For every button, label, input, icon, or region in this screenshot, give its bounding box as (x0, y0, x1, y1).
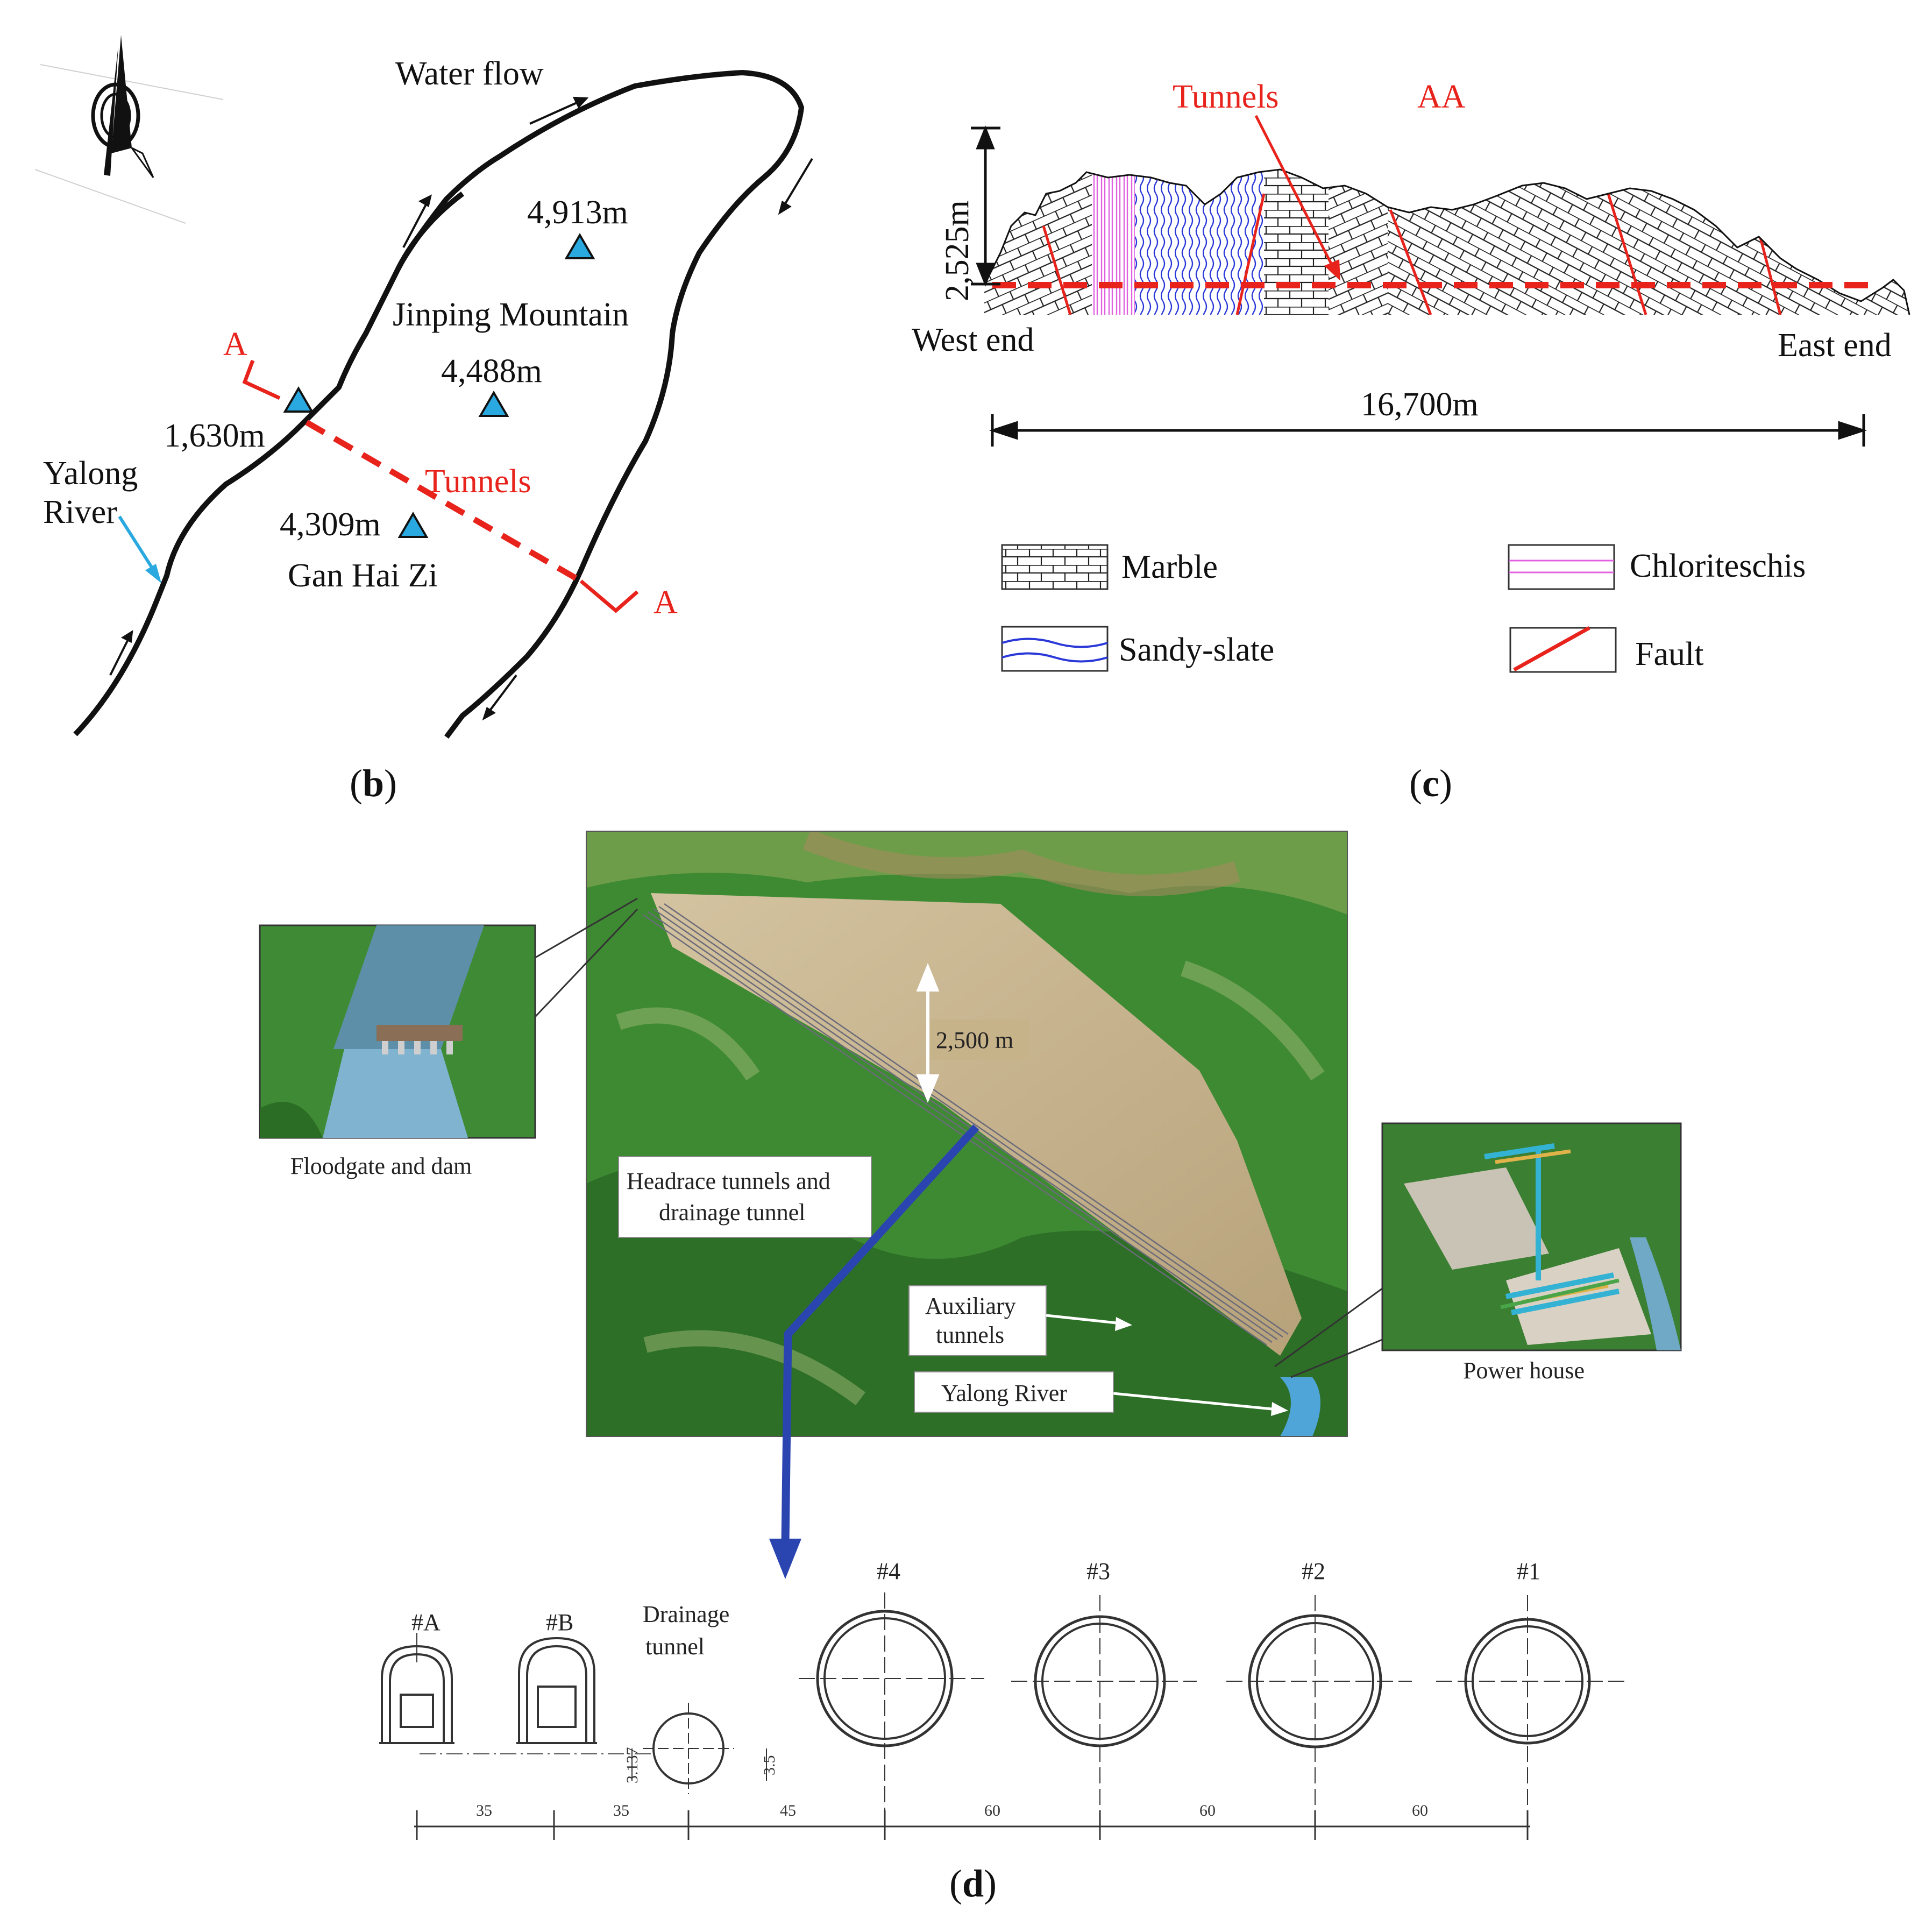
svg-text:(c): (c) (1409, 762, 1452, 805)
headrace-4-drawing (799, 1592, 984, 1818)
dim-vertical-1: 3.137 (623, 1747, 641, 1784)
headrace-1-drawing (1436, 1595, 1624, 1818)
compass-rose-icon (34, 35, 224, 224)
gan-hai-zi-label: Gan Hai Zi (288, 557, 438, 594)
section-b-label: #B (546, 1609, 573, 1635)
tunnels-label: Tunnels (425, 463, 531, 500)
depth-arrow (916, 963, 940, 1103)
section-marker-end (579, 579, 639, 613)
legend-fault: Fault (1635, 636, 1703, 672)
dim-vertical-2: 3.5 (761, 1755, 778, 1776)
legend-marble-swatch (1001, 544, 1109, 590)
headrace-2-drawing (1226, 1595, 1412, 1818)
caption-d: (d) (949, 1862, 997, 1905)
tunnel-traces (642, 903, 1289, 1346)
svg-text:(b): (b) (350, 762, 397, 805)
peak-1630-label: 1,630m (164, 417, 265, 454)
caption-b: (b) (350, 762, 397, 805)
water-flow-arrows (109, 96, 813, 721)
floodgate-label: Floodgate and dam (290, 1153, 472, 1179)
tunnels-line (305, 420, 583, 584)
auxiliary-label-line1: Auxiliary (925, 1293, 1016, 1319)
aerial-render (586, 831, 1347, 1436)
drainage-label-line1: Drainage (643, 1601, 729, 1627)
west-end-label: West end (912, 322, 1034, 358)
peak-markers (283, 233, 595, 538)
caption-c: (c) (1409, 762, 1452, 805)
profile-tunnels-label: Tunnels (1173, 79, 1279, 115)
section-b-drawing (516, 1637, 597, 1744)
section-4-label: #4 (877, 1558, 900, 1584)
legend-chloriteschis-swatch (1508, 544, 1615, 590)
legend-sandy-slate: Sandy-slate (1119, 632, 1274, 668)
legend-marble: Marble (1121, 549, 1218, 585)
section-2-label: #2 (1302, 1558, 1325, 1584)
legend-chloriteschis: Chloriteschis (1630, 548, 1806, 584)
length-dimension (989, 414, 1867, 447)
legend-sandy-slate-swatch (1001, 626, 1109, 672)
river-label-line2: River (43, 494, 117, 530)
dim-h-4: 60 (984, 1802, 1000, 1819)
length-label: 16,700m (1361, 386, 1479, 423)
peak-4309 (397, 512, 429, 538)
powerhouse-label: Power house (1463, 1357, 1585, 1384)
section-1-label: #1 (1517, 1558, 1540, 1584)
headrace-label-line2: drainage tunnel (659, 1199, 805, 1226)
river-label-line1: Yalong (43, 455, 138, 492)
river-east-bank (395, 192, 465, 271)
panel-d: 2,500 m Headrace tunnels and drainage tu… (259, 831, 1682, 1905)
panel-c-profile: 2,525m Tunnels AA West end East end 16,7… (912, 79, 1910, 805)
floodgate-inset (259, 897, 638, 1139)
section-3-label: #3 (1086, 1558, 1110, 1584)
dim-h-1: 35 (476, 1802, 492, 1819)
section-a-start-label: A (223, 326, 247, 363)
height-label: 2,525m (939, 200, 976, 301)
section-a-drawing (379, 1633, 454, 1744)
dimension-chain (414, 1810, 1530, 1840)
section-a-label: #A (411, 1609, 441, 1635)
dim-h-6: 60 (1412, 1802, 1428, 1819)
peak-4488-label: 4,488m (441, 353, 542, 390)
drainage-drawing (643, 1703, 734, 1794)
headrace-label-line1: Headrace tunnels and (627, 1168, 830, 1194)
section-a-end-label: A (654, 584, 678, 621)
section-pointer (781, 1124, 979, 1545)
east-end-label: East end (1778, 327, 1892, 364)
river-west-bank (73, 70, 804, 739)
headrace-3-drawing (1011, 1595, 1197, 1818)
auxiliary-label-line2: tunnels (936, 1322, 1004, 1348)
legend: Marble Chloriteschis Sandy-slate Fault (1001, 544, 1806, 673)
svg-text:(d): (d) (949, 1862, 997, 1905)
fault-lines (1042, 193, 1782, 315)
drainage-label-line2: tunnel (645, 1633, 705, 1660)
panel-b-map: Water flow 4,913m Jinping Mountain A 4,4… (34, 35, 813, 805)
mountain-label: Jinping Mountain (393, 296, 629, 333)
dim-h-5: 60 (1199, 1802, 1216, 1819)
tunnel-sections: #A #B Drainage tunnel #4 #3 #2 #1 (379, 1558, 1624, 1840)
peak-1630 (283, 386, 314, 413)
geologic-profile (984, 169, 1909, 315)
depth-label: 2,500 m (936, 1027, 1013, 1053)
dim-h-2: 35 (613, 1802, 629, 1819)
peak-4913 (564, 233, 595, 259)
peak-4913-label: 4,913m (527, 194, 628, 231)
powerhouse-inset (1274, 1122, 1682, 1378)
peak-4488 (478, 391, 509, 417)
peak-4309-label: 4,309m (280, 506, 381, 543)
river-render (1280, 1377, 1320, 1436)
legend-fault-swatch (1509, 626, 1617, 673)
section-marker-start (242, 359, 281, 400)
tunnel-plane (651, 893, 1302, 1356)
water-flow-label: Water flow (395, 55, 544, 92)
height-dimension (971, 125, 1000, 287)
river-pointer (118, 515, 159, 577)
dim-h-3: 45 (780, 1802, 796, 1819)
yalong-render-label: Yalong River (941, 1380, 1067, 1406)
tunnels-pointer (1254, 115, 1336, 270)
section-aa-label: AA (1417, 79, 1466, 115)
